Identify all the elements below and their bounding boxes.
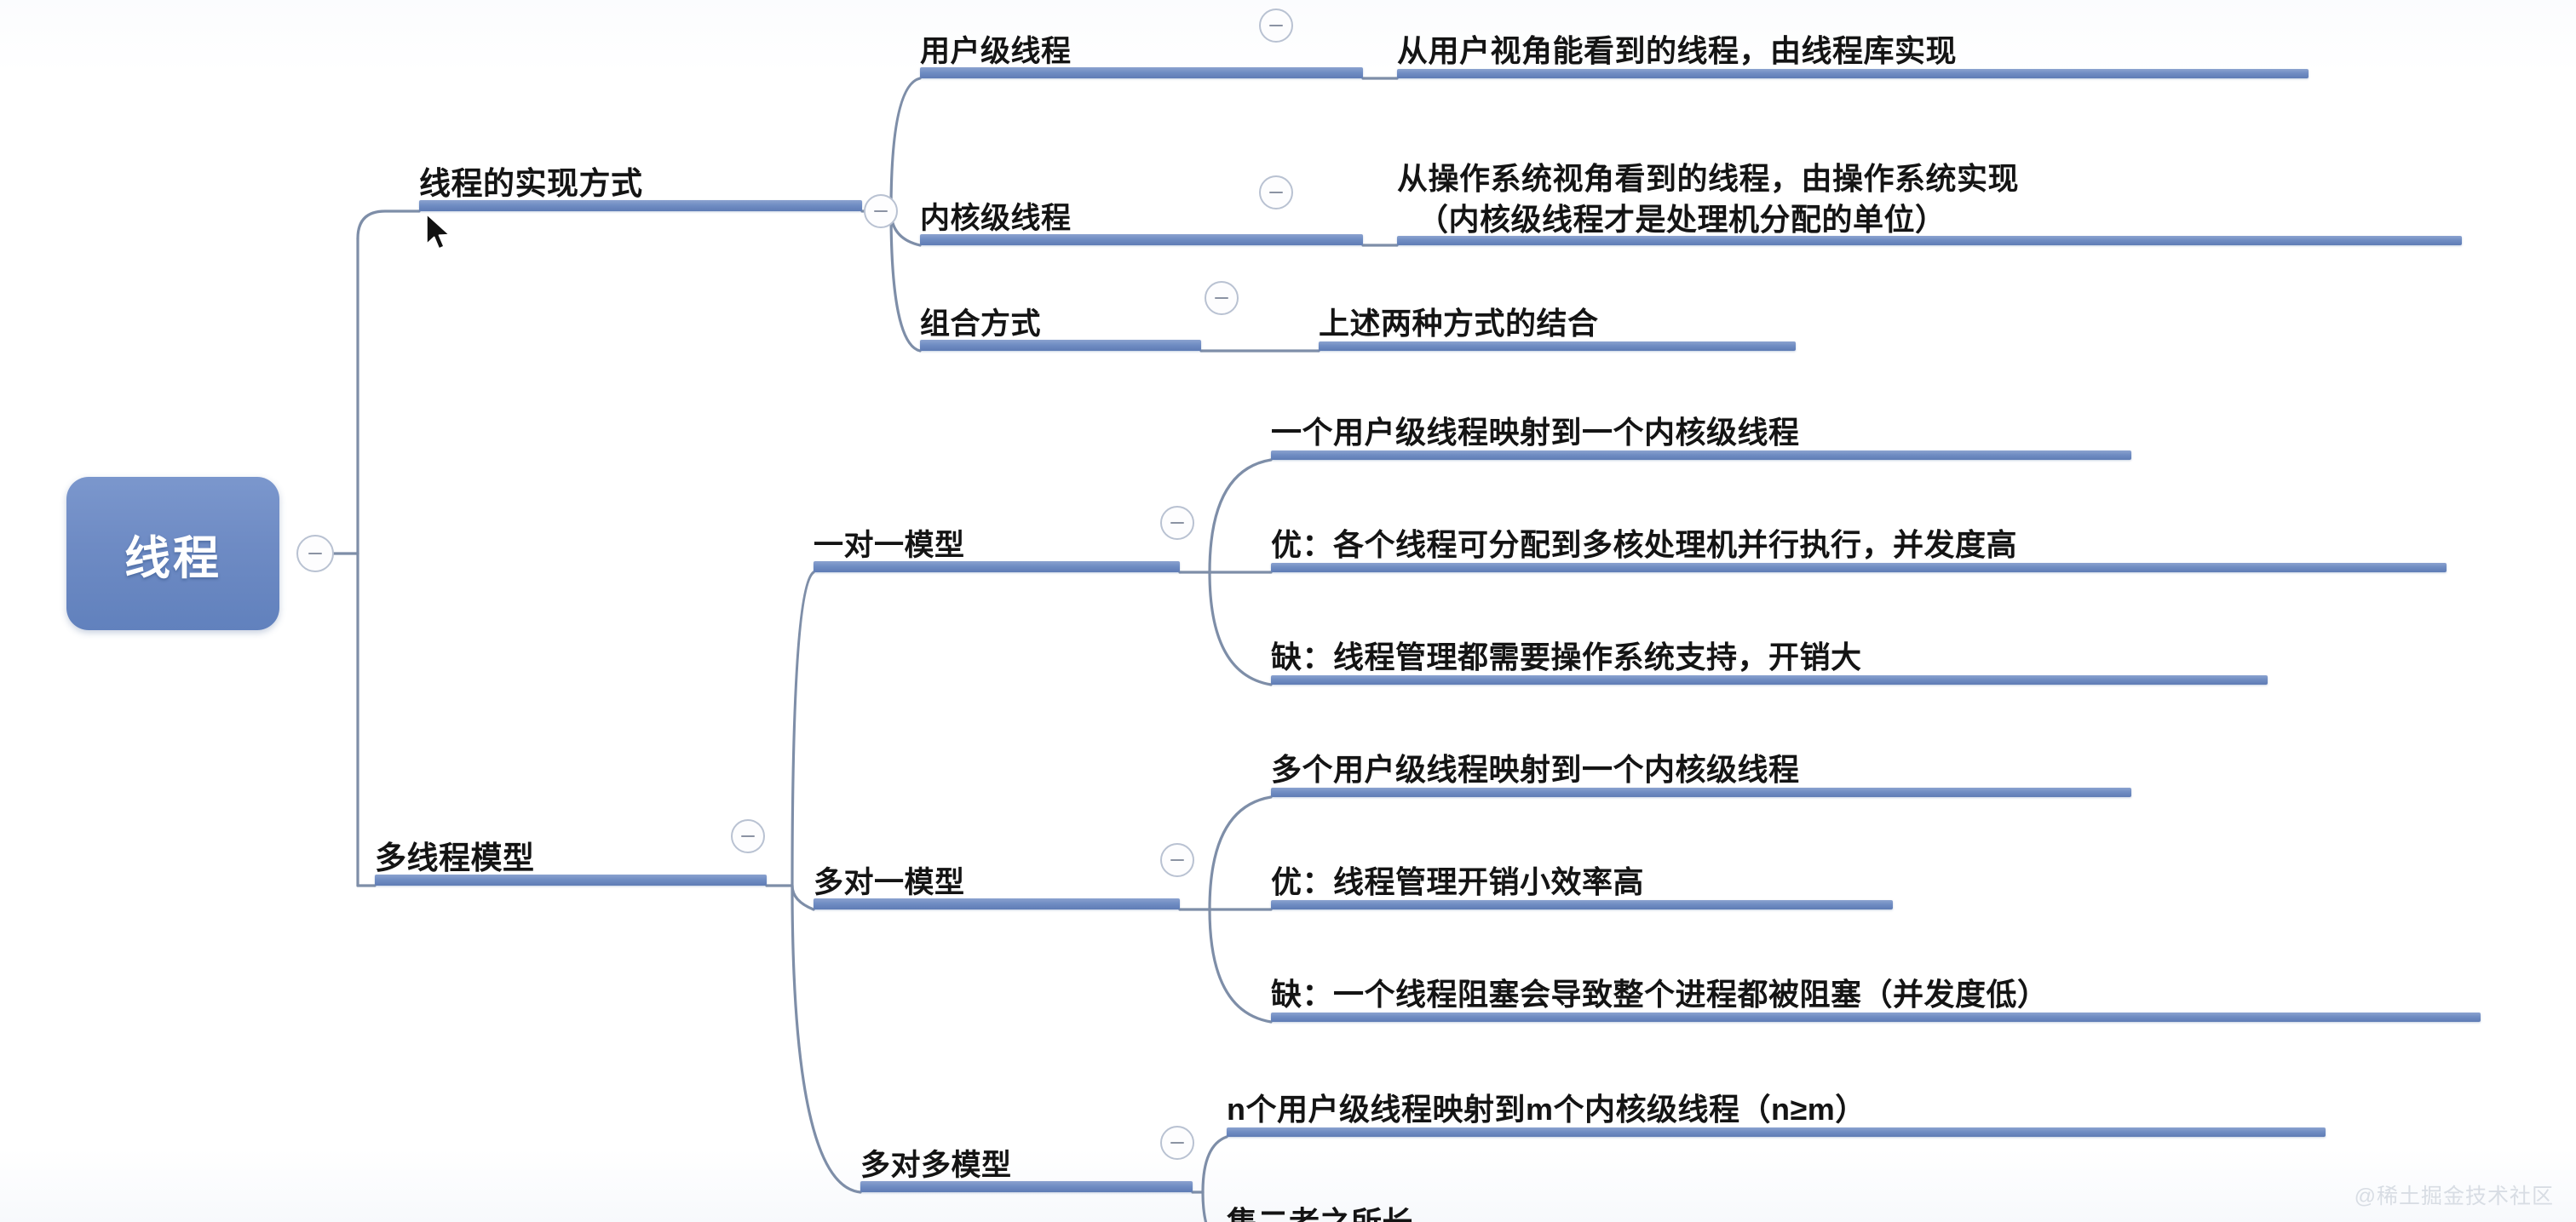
node-multithread-models[interactable]: 多线程模型 [375, 828, 767, 886]
node-underline-bar [1271, 900, 1893, 909]
node-underline-bar [1227, 1127, 2326, 1137]
node-underline-bar [1271, 675, 2268, 685]
node-thread-implementation-label: 线程的实现方式 [419, 166, 643, 201]
node-multithread-models-label: 多线程模型 [375, 840, 535, 875]
node-thread-implementation[interactable]: 线程的实现方式 [419, 153, 862, 211]
node-many-to-many-mapping-label: n个用户级线程映射到m个内核级线程（n≥m） [1227, 1092, 1866, 1127]
node-kernel-level-thread-detail[interactable]: 从操作系统视角看到的线程，由操作系统实现 （内核级线程才是处理机分配的单位） [1397, 145, 2462, 245]
node-many-to-many-pro[interactable]: 集二者之所长 [1227, 1192, 1942, 1222]
node-many-to-many-mapping[interactable]: n个用户级线程映射到m个内核级线程（n≥m） [1227, 1079, 2326, 1137]
node-underline-bar [814, 561, 1180, 572]
toggle-thread-implementation[interactable] [864, 194, 898, 228]
node-underline-bar [860, 1181, 1193, 1192]
node-underline-bar [814, 898, 1180, 909]
node-many-to-one-mapping[interactable]: 多个用户级线程映射到一个内核级线程 [1271, 739, 2131, 797]
watermark: @稀土掘金技术社区 [2354, 1185, 2554, 1208]
node-many-to-one-pro-label: 优：线程管理开销小效率高 [1271, 864, 1645, 899]
node-many-to-one-model[interactable]: 多对一模型 [814, 852, 1180, 909]
node-combined-approach-label: 组合方式 [920, 307, 1042, 341]
node-many-to-one-con-label: 缺：一个线程阻塞会导致整个进程都被阻塞（并发度低） [1271, 977, 2049, 1012]
node-underline-bar [1319, 341, 1796, 351]
node-many-to-many-model-label: 多对多模型 [860, 1149, 1012, 1182]
node-underline-bar [1271, 788, 2131, 797]
toggle-many-to-many-model[interactable] [1160, 1126, 1194, 1160]
node-many-to-many-model[interactable]: 多对多模型 [860, 1134, 1193, 1192]
node-many-to-one-model-label: 多对一模型 [814, 866, 965, 899]
node-underline-bar [1397, 69, 2309, 78]
node-user-level-thread-label: 用户级线程 [920, 35, 1072, 68]
node-underline-bar [1271, 450, 2131, 460]
node-one-to-one-con-label: 缺：线程管理都需要操作系统支持，开销大 [1271, 640, 1862, 674]
root-node[interactable]: 线程 [66, 477, 279, 630]
node-underline-bar [419, 200, 862, 211]
node-one-to-one-pro[interactable]: 优：各个线程可分配到多核处理机并行执行，并发度高 [1271, 514, 2447, 572]
node-kernel-level-thread-detail-line-1: 从操作系统视角看到的线程，由操作系统实现 [1397, 160, 2020, 196]
mouse-cursor-arrow-icon [425, 213, 451, 250]
node-combined-approach-detail[interactable]: 上述两种方式的结合 [1319, 293, 1796, 351]
node-many-to-one-mapping-label: 多个用户级线程映射到一个内核级线程 [1271, 752, 1800, 787]
node-user-level-thread[interactable]: 用户级线程 [920, 20, 1363, 78]
root-collapse-toggle[interactable] [296, 535, 334, 572]
toggle-multithread-models[interactable] [731, 819, 765, 853]
node-one-to-one-model-label: 一对一模型 [814, 529, 965, 562]
node-kernel-level-thread-detail-line-2: （内核级线程才是处理机分配的单位） [1417, 201, 1946, 237]
node-user-level-thread-detail-label: 从用户视角能看到的线程，由线程库实现 [1397, 33, 1958, 68]
node-underline-bar [920, 67, 1363, 78]
toggle-user-level-thread[interactable] [1259, 9, 1293, 43]
node-one-to-one-pro-label: 优：各个线程可分配到多核处理机并行执行，并发度高 [1271, 527, 2018, 562]
node-kernel-level-thread[interactable]: 内核级线程 [920, 187, 1363, 245]
node-underline-bar [920, 340, 1201, 351]
node-combined-approach[interactable]: 组合方式 [920, 293, 1201, 351]
node-underline-bar [1271, 563, 2447, 572]
node-many-to-one-pro[interactable]: 优：线程管理开销小效率高 [1271, 852, 1893, 909]
node-underline-bar [1397, 236, 2462, 245]
node-many-to-one-con[interactable]: 缺：一个线程阻塞会导致整个进程都被阻塞（并发度低） [1271, 964, 2481, 1022]
node-one-to-one-mapping-label: 一个用户级线程映射到一个内核级线程 [1271, 415, 1800, 450]
node-one-to-one-model[interactable]: 一对一模型 [814, 514, 1180, 572]
node-kernel-level-thread-label: 内核级线程 [920, 202, 1072, 235]
toggle-combined-approach[interactable] [1205, 281, 1239, 315]
node-underline-bar [920, 234, 1363, 245]
node-user-level-thread-detail[interactable]: 从用户视角能看到的线程，由线程库实现 [1397, 20, 2309, 78]
node-one-to-one-con[interactable]: 缺：线程管理都需要操作系统支持，开销大 [1271, 627, 2268, 685]
toggle-kernel-level-thread[interactable] [1259, 175, 1293, 209]
toggle-many-to-one-model[interactable] [1160, 843, 1194, 877]
node-underline-bar [375, 875, 767, 886]
root-node-label: 线程 [124, 532, 221, 584]
node-underline-bar [1271, 1013, 2481, 1022]
node-many-to-many-pro-label: 集二者之所长 [1227, 1198, 1413, 1222]
node-one-to-one-mapping[interactable]: 一个用户级线程映射到一个内核级线程 [1271, 402, 2131, 460]
node-combined-approach-detail-label: 上述两种方式的结合 [1319, 306, 1599, 341]
toggle-one-to-one-model[interactable] [1160, 506, 1194, 540]
